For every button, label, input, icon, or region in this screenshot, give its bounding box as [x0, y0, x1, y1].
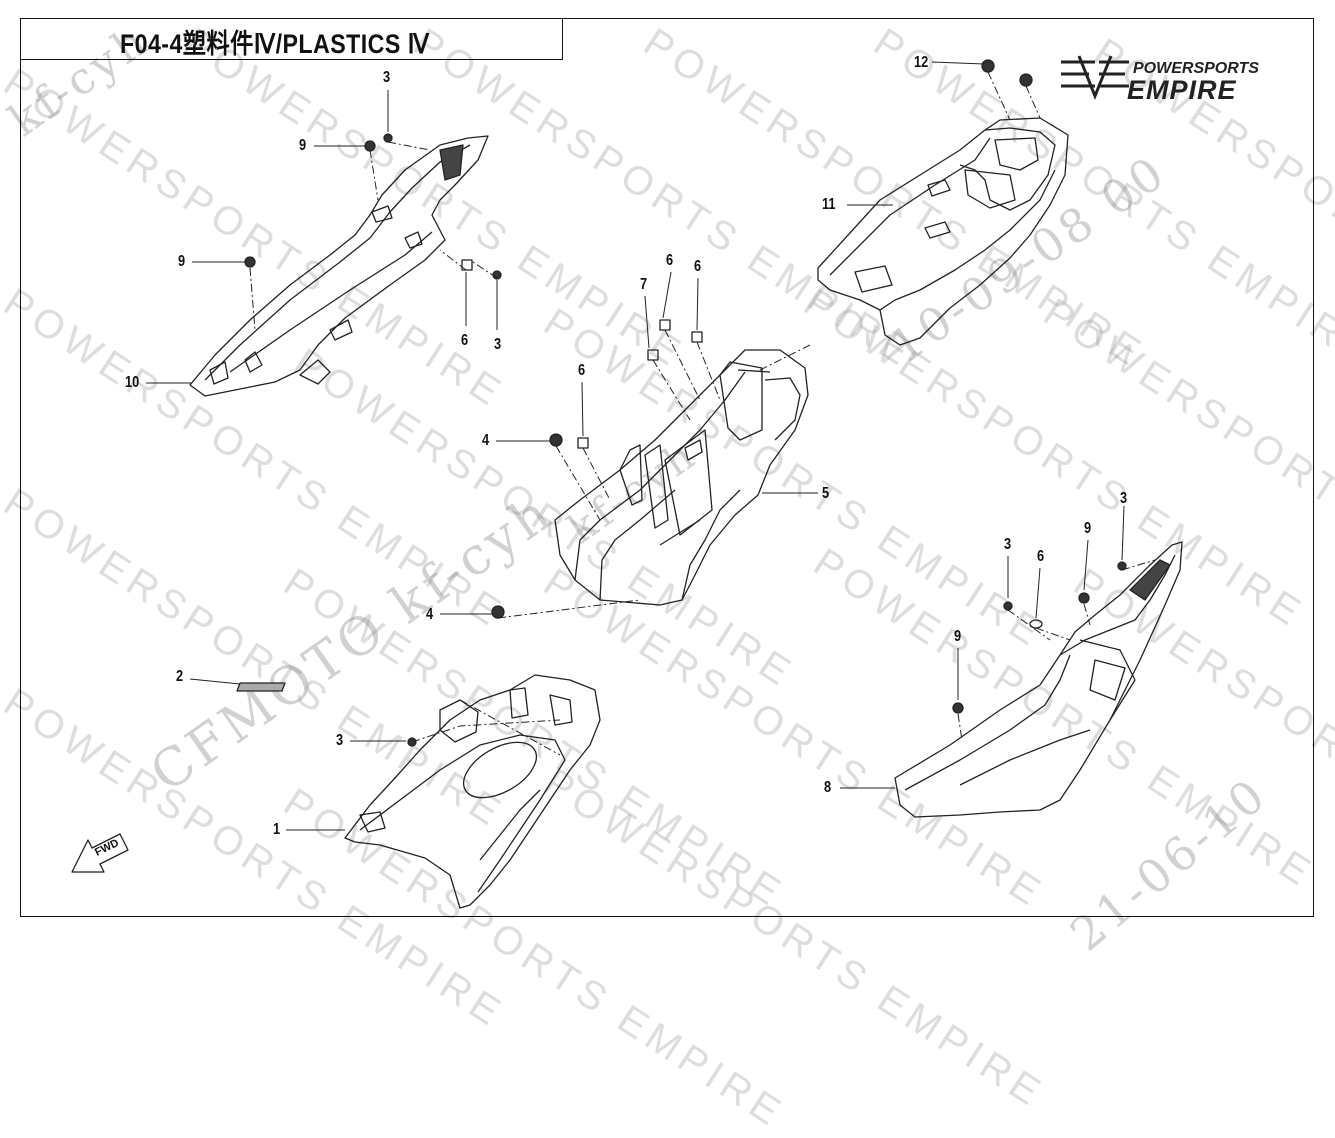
callout-5: 5: [822, 485, 830, 502]
fasteners: [244, 59, 1127, 747]
clip-nut-icon: [577, 437, 589, 449]
screw-icon: [491, 605, 505, 619]
callout-10: 10: [125, 374, 140, 391]
callout-6: 6: [578, 362, 586, 379]
callout-11: 11: [822, 196, 836, 213]
part-11-rear-tail-cover: [817, 117, 1069, 346]
callout-4: 4: [482, 432, 490, 449]
callout-4: 4: [426, 606, 434, 623]
clip-nut-icon: [659, 319, 671, 331]
part-1-floor-panel: [344, 674, 601, 909]
page-title: F04-4塑料件Ⅳ/PLASTICS Ⅳ: [120, 29, 430, 59]
screw-icon: [1078, 592, 1090, 604]
callout-3: 3: [336, 732, 344, 749]
screw-icon: [981, 59, 995, 73]
callout-7: 7: [640, 276, 648, 293]
screw-icon: [244, 256, 256, 268]
part-10-left-side-panel: [189, 135, 489, 397]
callout-9: 9: [178, 253, 186, 270]
part-8-right-side-panel: [894, 541, 1183, 818]
title-box: [20, 18, 563, 60]
screw-icon: [364, 140, 376, 152]
callout-8: 8: [824, 779, 832, 796]
part-2-sticker: [236, 682, 286, 692]
leader-lines: [146, 61, 1125, 831]
diagram-frame: [20, 18, 1314, 917]
brand-emblem-icon: [1061, 55, 1129, 101]
callout-1: 1: [273, 821, 281, 838]
callout-3: 3: [383, 69, 391, 86]
callout-9: 9: [954, 628, 962, 645]
clip-nut-icon: [691, 331, 703, 343]
fwd-arrow-icon: [71, 833, 129, 873]
part-5-storage-tray: [554, 349, 809, 606]
parts-drawing: [71, 59, 1183, 909]
screw-icon: [1003, 601, 1013, 611]
callout-9: 9: [299, 137, 307, 154]
screw-icon: [952, 702, 964, 714]
screw-icon: [383, 133, 393, 143]
brand-main-text: EMPIRE: [1127, 75, 1237, 105]
callout-9: 9: [1084, 520, 1092, 537]
callout-12: 12: [914, 54, 929, 71]
clip-nut-icon: [1029, 619, 1043, 629]
callout-2: 2: [176, 668, 184, 685]
brand-logo: POWERSPORTS EMPIRE: [1055, 52, 1259, 107]
callout-6: 6: [666, 252, 674, 269]
callout-3: 3: [1004, 536, 1012, 553]
screw-icon: [1019, 73, 1033, 87]
callout-6: 6: [1037, 548, 1045, 565]
callout-6: 6: [694, 258, 702, 275]
screw-icon: [549, 433, 563, 447]
clip-nut-icon: [461, 259, 473, 271]
brand-top-text: POWERSPORTS: [1133, 60, 1259, 77]
callout-3: 3: [494, 336, 502, 353]
clip-nut-icon: [647, 349, 659, 361]
callout-6: 6: [461, 332, 469, 349]
assembly-lines: [249, 71, 1156, 756]
callout-3: 3: [1120, 490, 1128, 507]
